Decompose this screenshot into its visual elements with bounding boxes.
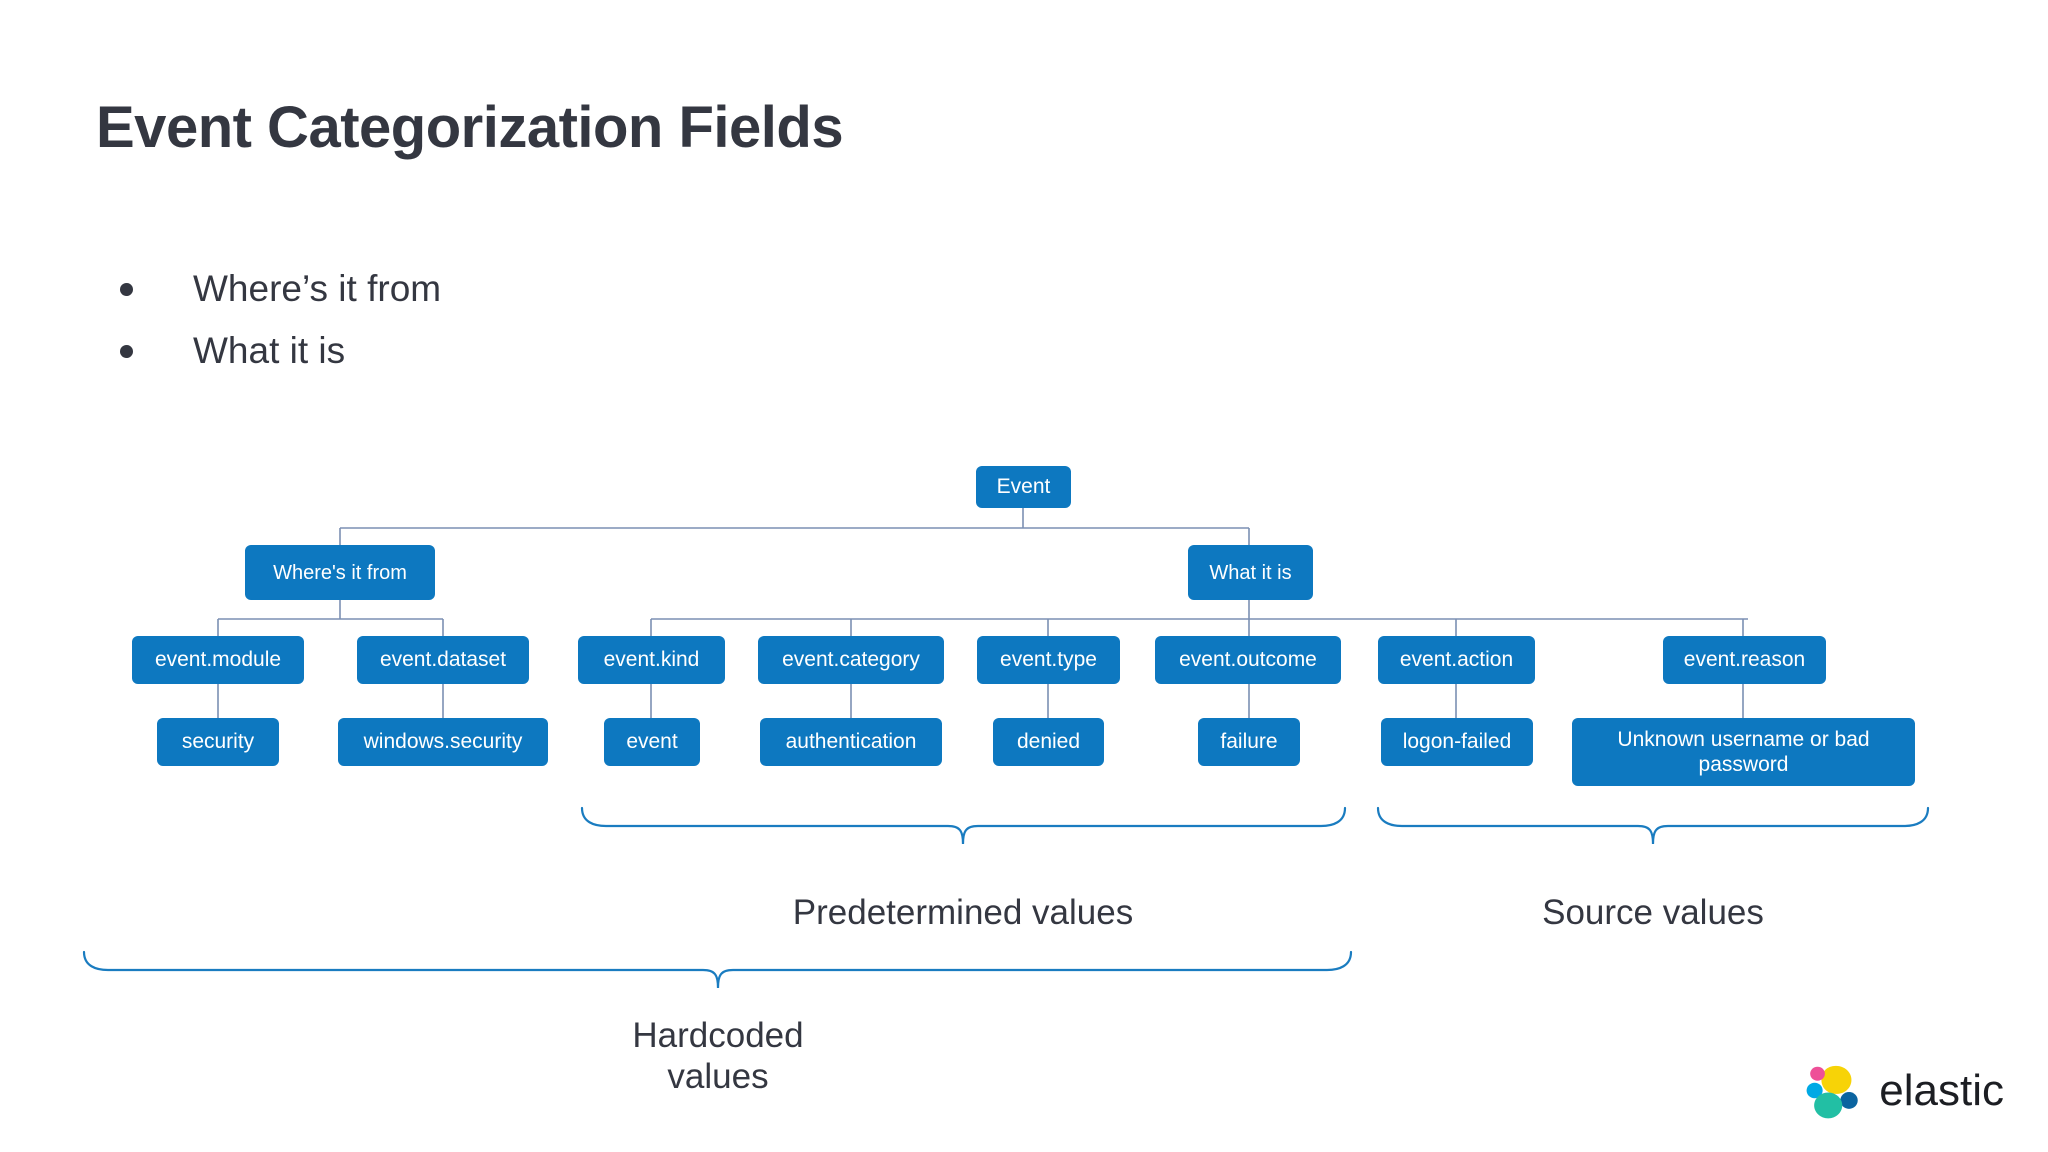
node-field-event-type[interactable]: event.type: [977, 636, 1120, 684]
brace-label-predetermined-values: Predetermined values: [792, 893, 1134, 932]
page-title: Event Categorization Fields: [96, 95, 844, 160]
node-event-root[interactable]: Event: [976, 466, 1071, 508]
brace-label-hardcoded-values: Hardcoded values: [632, 1016, 804, 1097]
node-field-event-action[interactable]: event.action: [1378, 636, 1535, 684]
node-value-denied[interactable]: denied: [993, 718, 1104, 766]
node-field-event-category[interactable]: event.category: [758, 636, 944, 684]
bullet-label: Where’s it from: [193, 268, 442, 309]
node-value-logon-failed[interactable]: logon-failed: [1381, 718, 1533, 766]
node-branch-wheres-it-from[interactable]: Where's it from: [245, 545, 435, 600]
node-field-event-module[interactable]: event.module: [132, 636, 304, 684]
node-field-event-kind[interactable]: event.kind: [578, 636, 725, 684]
bullet-label: What it is: [193, 330, 346, 371]
node-field-event-dataset[interactable]: event.dataset: [357, 636, 529, 684]
list-item: Where’s it from: [120, 258, 441, 320]
elastic-wordmark: elastic: [1879, 1066, 2004, 1115]
node-value-failure[interactable]: failure: [1198, 718, 1300, 766]
elastic-mark-icon: [1806, 1065, 1859, 1119]
node-branch-what-it-is[interactable]: What it is: [1188, 545, 1313, 600]
list-item: What it is: [120, 320, 441, 382]
node-value-security[interactable]: security: [157, 718, 279, 766]
node-value-windows-security[interactable]: windows.security: [338, 718, 548, 766]
node-value-event[interactable]: event: [604, 718, 700, 766]
bullet-dot-icon: [120, 344, 133, 358]
node-field-event-reason[interactable]: event.reason: [1663, 636, 1826, 684]
bullet-dot-icon: [120, 282, 133, 296]
elastic-logo: elastic: [1803, 1060, 2004, 1122]
brace-label-source-values: Source values: [1542, 893, 1764, 932]
node-value-unknown-username-or-bad-password[interactable]: Unknown username or bad password: [1572, 718, 1915, 786]
node-field-event-outcome[interactable]: event.outcome: [1155, 636, 1341, 684]
node-value-authentication[interactable]: authentication: [760, 718, 942, 766]
bullet-list: Where’s it from What it is: [120, 258, 441, 382]
